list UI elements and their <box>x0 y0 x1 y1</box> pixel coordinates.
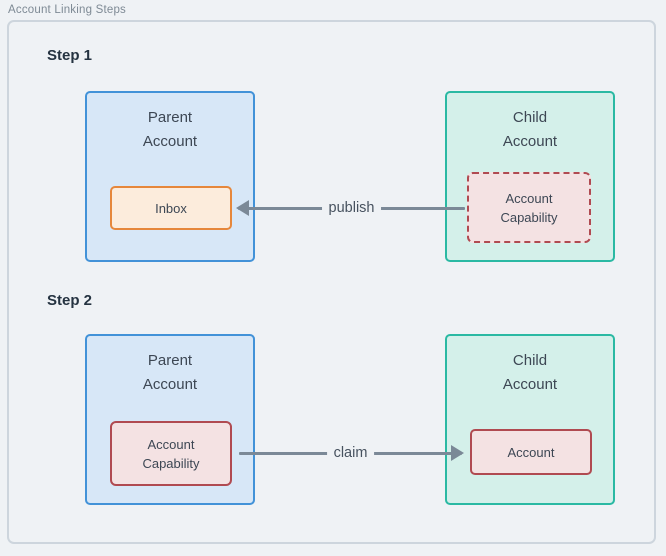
diagram-title: Account Linking Steps <box>8 4 126 16</box>
step-1-child-account-title: Child Account <box>502 109 558 150</box>
step-1-account-capability-box: Account Capability <box>467 172 591 243</box>
step-2-parent-account-box: Parent Account Account Capability <box>85 334 255 505</box>
claim-arrow: claim <box>237 443 464 463</box>
step-2-child-account-title: Child Account <box>502 352 558 393</box>
arrowhead-left-icon <box>236 200 249 216</box>
step-1-child-account-box: Child Account Account Capability <box>445 91 615 262</box>
claim-arrow-label: claim <box>326 445 375 461</box>
step-2-parent-account-title: Parent Account <box>142 352 198 393</box>
step-1-parent-account-title: Parent Account <box>142 109 198 150</box>
publish-arrow: publish <box>236 198 467 218</box>
arrowhead-right-icon <box>451 445 464 461</box>
step-2-child-account-box: Child Account Account <box>445 334 615 505</box>
step-2-heading: Step 2 <box>47 292 93 309</box>
step-1-heading: Step 1 <box>47 47 93 64</box>
step-1-parent-account-box: Parent Account Inbox <box>85 91 255 262</box>
publish-arrow-label: publish <box>321 200 382 216</box>
step-1-inbox-box: Inbox <box>110 186 232 230</box>
step-2-account-box: Account <box>470 429 592 475</box>
step-2-account-capability-box: Account Capability <box>110 421 232 486</box>
